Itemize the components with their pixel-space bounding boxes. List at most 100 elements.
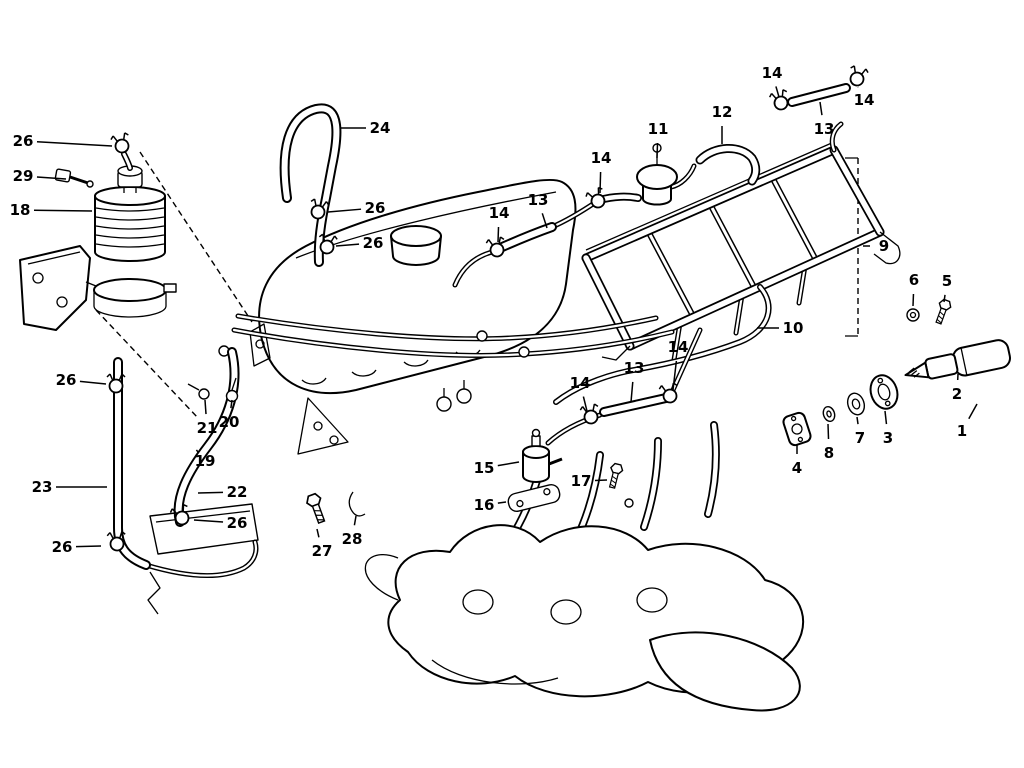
callout-leader-line <box>316 528 320 538</box>
callout-leader-line <box>541 213 548 229</box>
callout-number: 12 <box>712 103 733 121</box>
callout-leader-line <box>353 515 357 526</box>
callout-number: 7 <box>855 429 865 447</box>
callout-number: 1 <box>957 422 967 440</box>
callout-number: 15 <box>474 459 495 477</box>
washer-6 <box>906 308 920 322</box>
callout-2: 2 <box>952 373 962 403</box>
flange-3 <box>869 374 899 410</box>
callout-leader-line <box>79 380 107 385</box>
callout-18: 18 <box>10 201 93 219</box>
callout-leader-line <box>599 171 602 194</box>
callout-number: 16 <box>474 496 495 514</box>
fuel-pipes <box>218 316 672 357</box>
intake-manifold <box>364 425 805 712</box>
bpt-valve-11 <box>636 143 694 206</box>
callout-14: 14 <box>854 86 874 109</box>
callout-number: 14 <box>591 149 612 167</box>
callout-number: 8 <box>824 444 834 462</box>
hose-13-lower <box>604 398 666 412</box>
callout-24: 24 <box>341 119 390 137</box>
callout-number: 26 <box>13 132 34 150</box>
filter-clamp-band <box>85 278 177 318</box>
callout-leader-line <box>33 209 93 212</box>
callout-leader-line <box>195 449 199 453</box>
callout-leader-line <box>327 208 362 213</box>
callout-28: 28 <box>342 515 363 548</box>
washer-8 <box>822 405 836 423</box>
connector-21 <box>187 383 210 400</box>
callout-leader-line <box>775 86 780 98</box>
callout-number: 24 <box>370 119 391 137</box>
holder-4 <box>782 411 812 447</box>
oil-filler-cap <box>390 225 442 266</box>
callout-leader-line <box>968 403 978 420</box>
callout-number: 21 <box>197 419 218 437</box>
callout-leader-line <box>819 101 823 116</box>
callout-7: 7 <box>855 416 865 447</box>
callout-number: 22 <box>227 483 248 501</box>
callout-number: 14 <box>668 338 689 356</box>
callout-leader-line <box>884 410 888 425</box>
callout-number: 13 <box>528 191 549 209</box>
callout-number: 13 <box>624 359 645 377</box>
callout-number: 4 <box>792 459 802 477</box>
callout-number: 26 <box>227 514 248 532</box>
callout-leader-line <box>856 416 859 425</box>
callout-12: 12 <box>712 103 733 144</box>
callout-leader-line <box>230 399 233 409</box>
callout-29: 29 <box>13 167 67 185</box>
callout-6: 6 <box>909 271 919 307</box>
callout-5: 5 <box>942 272 952 303</box>
callout-22: 22 <box>197 483 248 501</box>
callout-number: 11 <box>648 120 669 138</box>
callout-number: 28 <box>342 530 363 548</box>
callout-26: 26 <box>327 199 386 217</box>
callout-number: 23 <box>32 478 53 496</box>
callout-leader-line <box>943 294 946 303</box>
callout-27: 27 <box>312 528 332 560</box>
clip-28 <box>348 491 366 517</box>
fuel-filter-18 <box>94 151 166 262</box>
bolt-27 <box>304 491 330 526</box>
callout-13: 13 <box>814 101 834 138</box>
callout-number: 20 <box>219 413 240 431</box>
callout-leader-line <box>36 176 67 180</box>
callout-number: 6 <box>909 271 919 289</box>
callout-leader-line <box>497 461 520 467</box>
callout-number: 19 <box>195 452 216 470</box>
fuel-damper-1-2 <box>904 339 1012 380</box>
callout-number: 26 <box>365 199 386 217</box>
hose-12 <box>700 148 756 181</box>
callout-leader-line <box>193 519 224 523</box>
callout-11: 11 <box>648 120 669 159</box>
callout-number: 2 <box>952 385 962 403</box>
callout-26: 26 <box>13 132 113 150</box>
callout-14: 14 <box>591 149 612 194</box>
callout-number: 26 <box>52 538 73 556</box>
callout-number: 26 <box>56 371 77 389</box>
callout-leader-line <box>197 491 224 494</box>
callout-26: 26 <box>52 538 102 556</box>
vacuum-valve-15 <box>522 428 563 483</box>
callout-leader-line <box>497 226 500 243</box>
callout-number: 29 <box>13 167 34 185</box>
callout-number: 18 <box>10 201 31 219</box>
callout-3: 3 <box>883 410 893 447</box>
callout-4: 4 <box>792 445 802 477</box>
callout-9: 9 <box>863 237 889 255</box>
callout-23: 23 <box>32 478 107 496</box>
callout-leader-line <box>630 381 634 403</box>
callout-14: 14 <box>762 64 782 98</box>
callout-1: 1 <box>957 403 978 440</box>
callout-26: 26 <box>335 234 383 252</box>
callout-13: 13 <box>528 191 549 229</box>
callout-leader-line <box>656 142 659 159</box>
washer-7 <box>846 392 866 416</box>
callout-number: 10 <box>783 319 804 337</box>
callout-26: 26 <box>193 514 248 532</box>
bolt-17 <box>605 462 634 508</box>
